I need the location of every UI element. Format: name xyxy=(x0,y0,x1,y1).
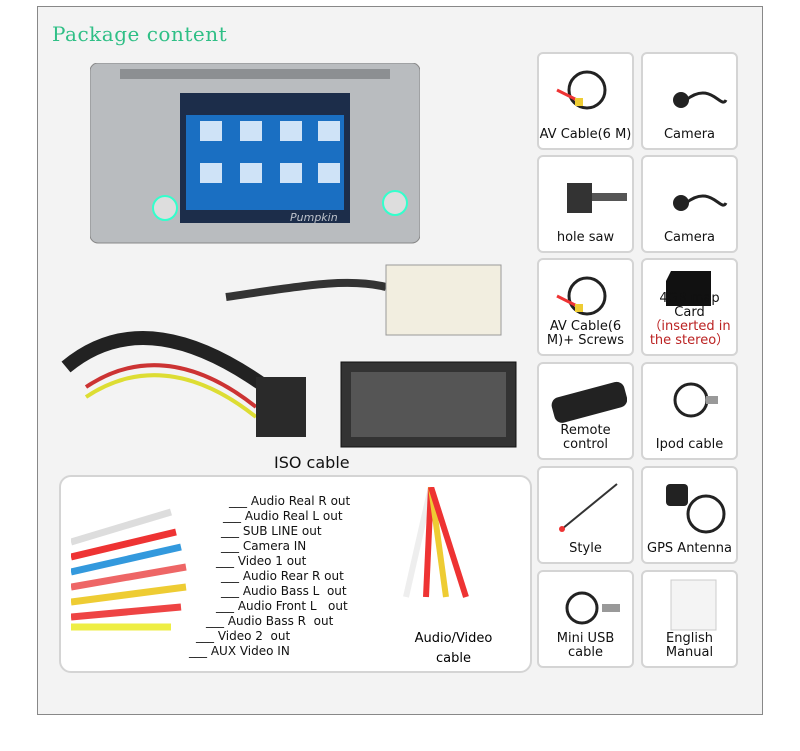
rca-connectors-image xyxy=(71,508,187,631)
leader-line: ___ xyxy=(196,629,218,643)
label-text: SUB LINE out xyxy=(242,524,322,538)
av-connector-label: ___ Audio Rear R out xyxy=(221,570,344,583)
package-item-camera: Camera xyxy=(641,155,738,253)
item-name: Ipod cable xyxy=(655,437,724,452)
item-label: Style xyxy=(539,542,632,556)
iso-harness-image xyxy=(61,264,517,448)
item-label: GPS Antenna xyxy=(643,542,736,556)
item-name: Camera xyxy=(663,230,716,245)
leader-line: ___ xyxy=(223,509,245,523)
hole-saw-icon xyxy=(567,183,627,213)
label-text: Audio Rear R out xyxy=(242,569,344,583)
item-name: Camera xyxy=(663,127,716,142)
av-connector-label: ___ Audio Bass L out xyxy=(221,585,347,598)
av-cable-box: ___ Audio Real R out___ Audio Real L out… xyxy=(59,475,532,673)
label-text: Audio Real R out xyxy=(250,494,351,508)
caption-line: cable xyxy=(436,651,471,666)
caption-line: Audio/Video xyxy=(414,631,493,646)
package-item-sd-card: 4GB map Card（inserted in the stereo） xyxy=(641,258,738,356)
av-connector-label: ___ SUB LINE out xyxy=(221,525,322,538)
item-name: English Manual xyxy=(665,631,714,660)
item-name: Style xyxy=(569,541,602,556)
package-item-manual: English Manual xyxy=(641,570,738,668)
label-text: AUX Video IN xyxy=(210,644,290,658)
item-name: Mini USB cable xyxy=(556,631,615,660)
leader-line: ___ xyxy=(189,644,211,658)
av-cable-image xyxy=(403,487,469,598)
item-label: English Manual xyxy=(643,632,736,660)
item-label: 4GB map Card（inserted in the stereo） xyxy=(643,292,736,348)
leader-line: ___ xyxy=(221,524,243,538)
av-connector-label: ___ Audio Real R out xyxy=(229,495,350,508)
av-cable-icon xyxy=(556,276,607,316)
package-item-stylus: Style xyxy=(537,466,634,564)
item-label: Mini USB cable xyxy=(539,632,632,660)
leader-line: ___ xyxy=(216,599,238,613)
package-item-ipod-cable: Ipod cable xyxy=(641,362,738,460)
item-label: AV Cable(6 M) xyxy=(539,128,632,142)
manual-icon xyxy=(670,579,717,631)
av-cable-caption: Audio/Video cable xyxy=(406,629,501,669)
leader-line: ___ xyxy=(221,539,243,553)
item-label: AV Cable(6 M)+ Screws xyxy=(539,320,632,348)
package-item-camera: Camera xyxy=(641,52,738,150)
package-item-gps-antenna: GPS Antenna xyxy=(641,466,738,564)
item-name: Remote control xyxy=(560,423,611,452)
screen-brand: Pumpkin xyxy=(290,211,338,224)
av-cable-icon xyxy=(556,70,607,110)
av-connector-label: ___ Audio Bass R out xyxy=(206,615,333,628)
page-title: Package content xyxy=(52,22,228,46)
label-text: Video 1 out xyxy=(237,554,307,568)
av-connector-label: ___ Audio Front L out xyxy=(216,600,348,613)
stylus-icon xyxy=(559,483,618,532)
item-label: Ipod cable xyxy=(643,438,736,452)
package-item-hole-saw: hole saw xyxy=(537,155,634,253)
camera-icon xyxy=(673,194,728,211)
av-connector-label: ___ Video 1 out xyxy=(216,555,306,568)
label-text: Audio Real L out xyxy=(244,509,343,523)
camera-icon xyxy=(673,91,728,108)
label-text: Audio Bass L out xyxy=(242,584,347,598)
item-note: （inserted in the stereo） xyxy=(648,319,731,348)
item-label: Remote control xyxy=(539,424,632,452)
label-text: Audio Front L out xyxy=(237,599,348,613)
ipod-cable-icon xyxy=(673,382,718,418)
label-text: Video 2 out xyxy=(217,629,291,643)
iso-cable-label: ISO cable xyxy=(274,453,350,472)
item-name: hole saw xyxy=(556,230,615,245)
av-connector-label: ___ Camera IN xyxy=(221,540,306,553)
package-item-remote: Remote control xyxy=(537,362,634,460)
item-name: 4GB map Card xyxy=(659,291,720,320)
item-name: AV Cable(6 M)+ Screws xyxy=(546,319,625,348)
av-connector-label: ___ Video 2 out xyxy=(196,630,290,643)
item-label: Camera xyxy=(643,231,736,245)
leader-line: ___ xyxy=(221,584,243,598)
usb-cable-icon xyxy=(565,591,620,625)
package-item-av-cable: AV Cable(6 M) xyxy=(537,52,634,150)
sd-card-icon xyxy=(666,271,711,306)
head-unit-image: Pumpkin xyxy=(90,63,420,244)
label-text: Audio Bass R out xyxy=(227,614,334,628)
package-item-av-cable: AV Cable(6 M)+ Screws xyxy=(537,258,634,356)
item-label: Camera xyxy=(643,128,736,142)
leader-line: ___ xyxy=(229,494,251,508)
leader-line: ___ xyxy=(216,554,238,568)
item-name: GPS Antenna xyxy=(647,541,732,556)
remote-icon xyxy=(551,381,627,423)
label-text: Camera IN xyxy=(242,539,307,553)
av-connector-label: ___ AUX Video IN xyxy=(189,645,290,658)
item-label: hole saw xyxy=(539,231,632,245)
package-item-usb-cable: Mini USB cable xyxy=(537,570,634,668)
leader-line: ___ xyxy=(221,569,243,583)
leader-line: ___ xyxy=(206,614,228,628)
gps-antenna-icon xyxy=(666,484,726,534)
av-connector-label: ___ Audio Real L out xyxy=(223,510,343,523)
item-name: AV Cable(6 M) xyxy=(539,127,632,142)
